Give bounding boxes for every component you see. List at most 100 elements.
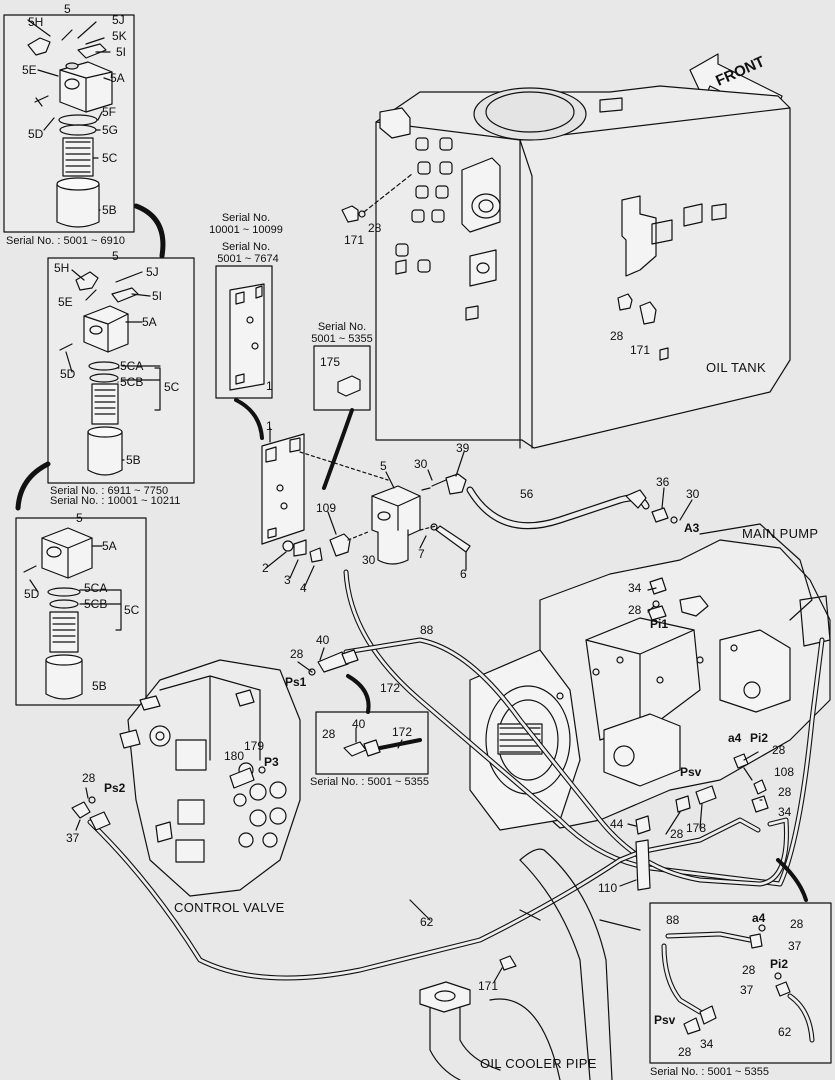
callout: 30 bbox=[686, 487, 700, 501]
callout: 5C bbox=[164, 380, 180, 394]
callout: 34 bbox=[778, 805, 792, 819]
callout: 5A bbox=[142, 315, 157, 329]
oil-cooler-pipe bbox=[419, 848, 641, 1080]
oil-tank-title: OIL TANK bbox=[706, 360, 766, 375]
callout: 88 bbox=[666, 913, 680, 927]
serial-caption-10001-10211: Serial No. : 10001 ~ 10211 bbox=[50, 495, 181, 507]
callout: 5 bbox=[64, 2, 71, 16]
main-pump bbox=[469, 523, 831, 831]
control-valve bbox=[119, 659, 301, 897]
callout: 56 bbox=[520, 487, 534, 501]
callout: 5B bbox=[102, 203, 117, 217]
callout: 5 bbox=[76, 511, 83, 525]
suction-filter-plate bbox=[261, 433, 389, 545]
callout: 172 bbox=[380, 681, 401, 695]
oil-cooler-pipe-title: OIL COOLER PIPE bbox=[480, 1056, 597, 1071]
callout: 40 bbox=[352, 717, 366, 731]
fitting-serial-box bbox=[313, 345, 371, 411]
callout: 171 bbox=[630, 343, 651, 357]
callout: 5CB bbox=[120, 375, 144, 389]
serial-pump-inset: Serial No. : 5001 ~ 5355 bbox=[650, 1066, 769, 1078]
callout: 179 bbox=[244, 739, 265, 753]
port-ps1: Ps1 bbox=[285, 675, 307, 689]
port-a3: A3 bbox=[684, 521, 700, 535]
port-p3: P3 bbox=[264, 755, 279, 769]
callout: 28 bbox=[678, 1045, 692, 1059]
serial-plate-range-1: 10001 ~ 10099 bbox=[209, 224, 283, 236]
callout: 28 bbox=[790, 917, 804, 931]
callout: 2 bbox=[262, 561, 269, 575]
serial-ps1-inset: Serial No. : 5001 ~ 5355 bbox=[310, 776, 429, 788]
port-ps2: Ps2 bbox=[104, 781, 126, 795]
callout: 28 bbox=[742, 963, 756, 977]
port-psv-inset: Psv bbox=[654, 1013, 676, 1027]
callout: 4 bbox=[300, 581, 307, 595]
serial-plate-range-2: 5001 ~ 7674 bbox=[217, 253, 279, 265]
callout: 5B bbox=[126, 453, 141, 467]
callout: 28 bbox=[368, 221, 382, 235]
callout: 28 bbox=[772, 743, 786, 757]
callout: 108 bbox=[774, 765, 795, 779]
callout: 7 bbox=[418, 547, 425, 561]
callout: 40 bbox=[316, 633, 330, 647]
callout: 28 bbox=[82, 771, 96, 785]
callout: 5 bbox=[112, 249, 119, 263]
callout: 5F bbox=[102, 105, 117, 119]
callout: 180 bbox=[224, 749, 245, 763]
callout: 109 bbox=[316, 501, 337, 515]
callout: 172 bbox=[392, 725, 413, 739]
callout: 5J bbox=[146, 265, 159, 279]
filter-assembly-2 bbox=[59, 271, 161, 476]
callout: 5D bbox=[24, 587, 40, 601]
callout: 37 bbox=[788, 939, 802, 953]
callout: 5K bbox=[112, 29, 127, 43]
port-pi1: Pi1 bbox=[650, 617, 669, 631]
callout: 37 bbox=[66, 831, 80, 845]
serial-caption-6911-7750: Serial No. : 6911 ~ 7750 bbox=[50, 485, 169, 497]
suction-filter-body bbox=[371, 473, 471, 565]
serial-fit-range: 5001 ~ 5355 bbox=[311, 333, 373, 345]
control-valve-title: CONTROL VALVE bbox=[174, 900, 285, 915]
callout: 5CB bbox=[84, 597, 108, 611]
callout: 5I bbox=[152, 289, 163, 303]
serial-caption-5001-6910: Serial No. : 5001 ~ 6910 bbox=[6, 235, 125, 247]
callout: 5CA bbox=[84, 581, 108, 595]
callout: 28 bbox=[322, 727, 336, 741]
callout: 5G bbox=[102, 123, 119, 137]
callout: 88 bbox=[420, 623, 434, 637]
callout: 30 bbox=[362, 553, 376, 567]
callout: 110 bbox=[598, 881, 618, 895]
callout: 28 bbox=[628, 603, 642, 617]
serial-plate-head-1: Serial No. bbox=[221, 212, 271, 224]
callout: 5A bbox=[110, 71, 125, 85]
callout: 34 bbox=[700, 1037, 714, 1051]
callout: 37 bbox=[740, 983, 754, 997]
oil-tank bbox=[375, 85, 791, 449]
callout: 6 bbox=[460, 567, 467, 581]
callout: 28 bbox=[670, 827, 684, 841]
callout: 5C bbox=[102, 151, 118, 165]
callout: 5I bbox=[116, 45, 127, 59]
callout: 28 bbox=[610, 329, 624, 343]
filter-assembly-3 bbox=[23, 527, 122, 700]
callout: 5A bbox=[102, 539, 117, 553]
callout: 5D bbox=[28, 127, 44, 141]
callout: 28 bbox=[778, 785, 792, 799]
port-a4-inset: a4 bbox=[752, 911, 766, 925]
callout: 5CA bbox=[120, 359, 144, 373]
callout: 171 bbox=[478, 979, 499, 993]
callout: 1 bbox=[266, 419, 273, 433]
callout: 34 bbox=[628, 581, 642, 595]
port-psv: Psv bbox=[680, 765, 702, 779]
serial-fit-head: Serial No. bbox=[317, 321, 367, 333]
port-pi2-inset: Pi2 bbox=[770, 957, 789, 971]
callout: 28 bbox=[290, 647, 304, 661]
callout: 62 bbox=[420, 915, 434, 929]
pump-serial-box bbox=[649, 902, 832, 1064]
callout: 5E bbox=[22, 63, 37, 77]
callout: 30 bbox=[414, 457, 428, 471]
callout: 62 bbox=[778, 1025, 792, 1039]
serial-plate-head-2: Serial No. bbox=[221, 241, 271, 253]
callout: 5D bbox=[60, 367, 76, 381]
